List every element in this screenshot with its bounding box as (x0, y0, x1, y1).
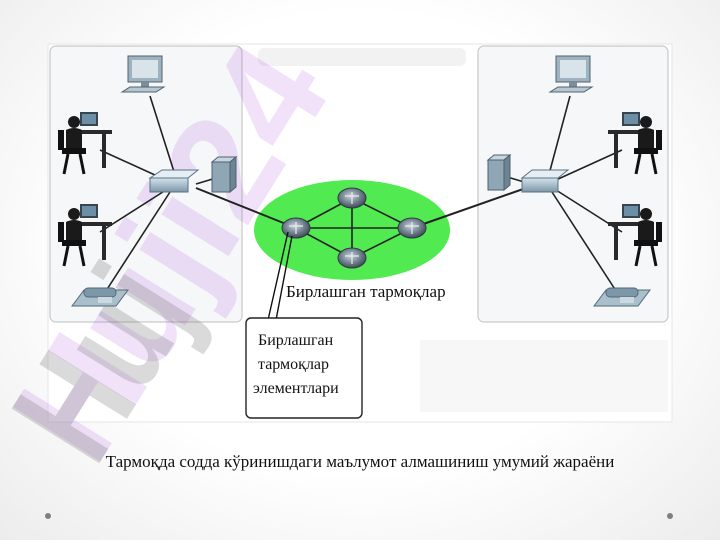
right-network-panel (477, 45, 669, 323)
user-workstation-icon (58, 204, 112, 267)
server-icon (486, 153, 512, 192)
faded-block (258, 48, 466, 66)
callout-box: Бирлашган тармоқлар элементлари (245, 317, 363, 419)
router-icon (337, 187, 367, 209)
ip-phone-icon (71, 287, 129, 307)
callout-line-2: тармоқлар (258, 356, 329, 373)
computer-icon (120, 55, 166, 93)
network-label: Бирлашган тармоқлар (286, 282, 446, 301)
user-workstation-icon (608, 204, 662, 267)
ip-phone-icon (593, 287, 651, 307)
switch-icon (148, 169, 200, 193)
router-icon (337, 247, 367, 269)
slide-dot-left (45, 513, 51, 519)
router-icon (397, 217, 427, 239)
faded-block (420, 340, 668, 412)
slide-caption: Тармоқда содда кўринишдаги маълумот алма… (105, 452, 615, 471)
slide-dot-right (667, 513, 673, 519)
callout-pointer (267, 231, 293, 321)
router-icon (281, 217, 311, 239)
callout-line-3: элементлари (253, 380, 339, 397)
server-icon (210, 155, 238, 194)
user-workstation-icon (58, 112, 112, 175)
user-workstation-icon (608, 112, 662, 175)
computer-icon (548, 55, 594, 93)
callout-line-1: Бирлашган (258, 332, 334, 349)
switch-icon (520, 169, 570, 193)
